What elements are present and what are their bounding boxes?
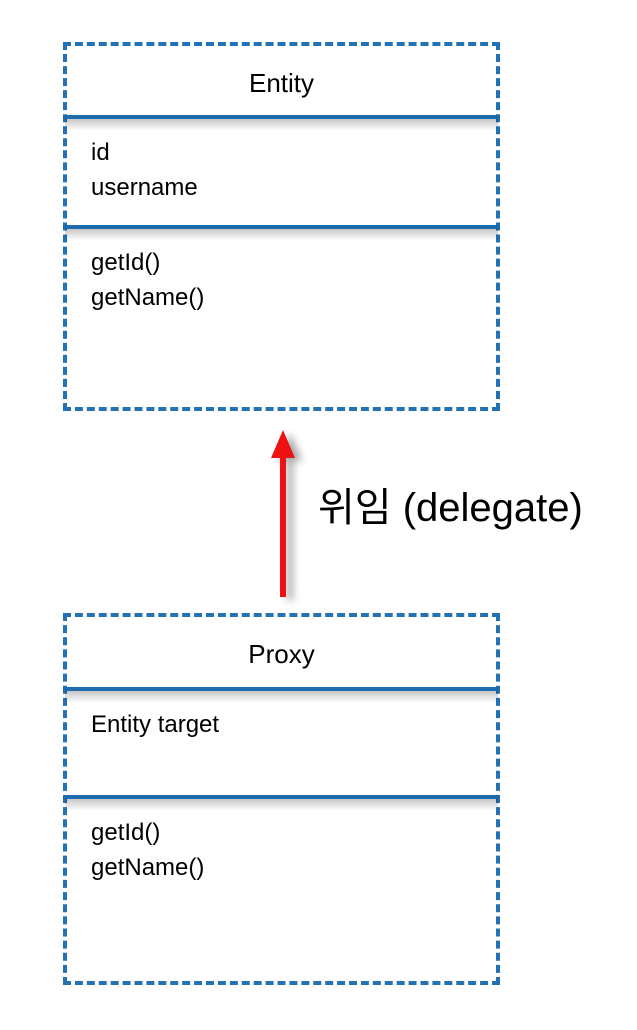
proxy-methods-section: getId() getName() [67, 799, 496, 981]
method-getid: getId() [91, 249, 161, 276]
class-box-entity: Entity id username getId() getName() [63, 42, 500, 411]
method-getid: getId() [91, 819, 161, 846]
section-divider [63, 225, 500, 241]
section-divider [63, 687, 500, 703]
section-divider [63, 795, 500, 811]
entity-attributes-section: id username [67, 119, 496, 225]
delegate-arrow-label: 위임 (delegate) [318, 486, 583, 530]
class-title-entity: Entity [248, 67, 315, 98]
attribute-entity-target: Entity target [91, 711, 220, 738]
method-getname: getName() [91, 854, 205, 881]
method-getname: getName() [91, 284, 205, 311]
attribute-username: username [91, 174, 198, 201]
class-title-proxy: Proxy [248, 639, 315, 669]
attribute-id: id [91, 139, 110, 166]
class-box-proxy: Proxy Entity target getId() getName() [63, 613, 500, 985]
section-divider [63, 115, 500, 131]
proxy-attributes-section: Entity target [67, 691, 496, 795]
delegate-arrow-up-icon [271, 430, 295, 597]
entity-methods-section: getId() getName() [67, 229, 496, 407]
